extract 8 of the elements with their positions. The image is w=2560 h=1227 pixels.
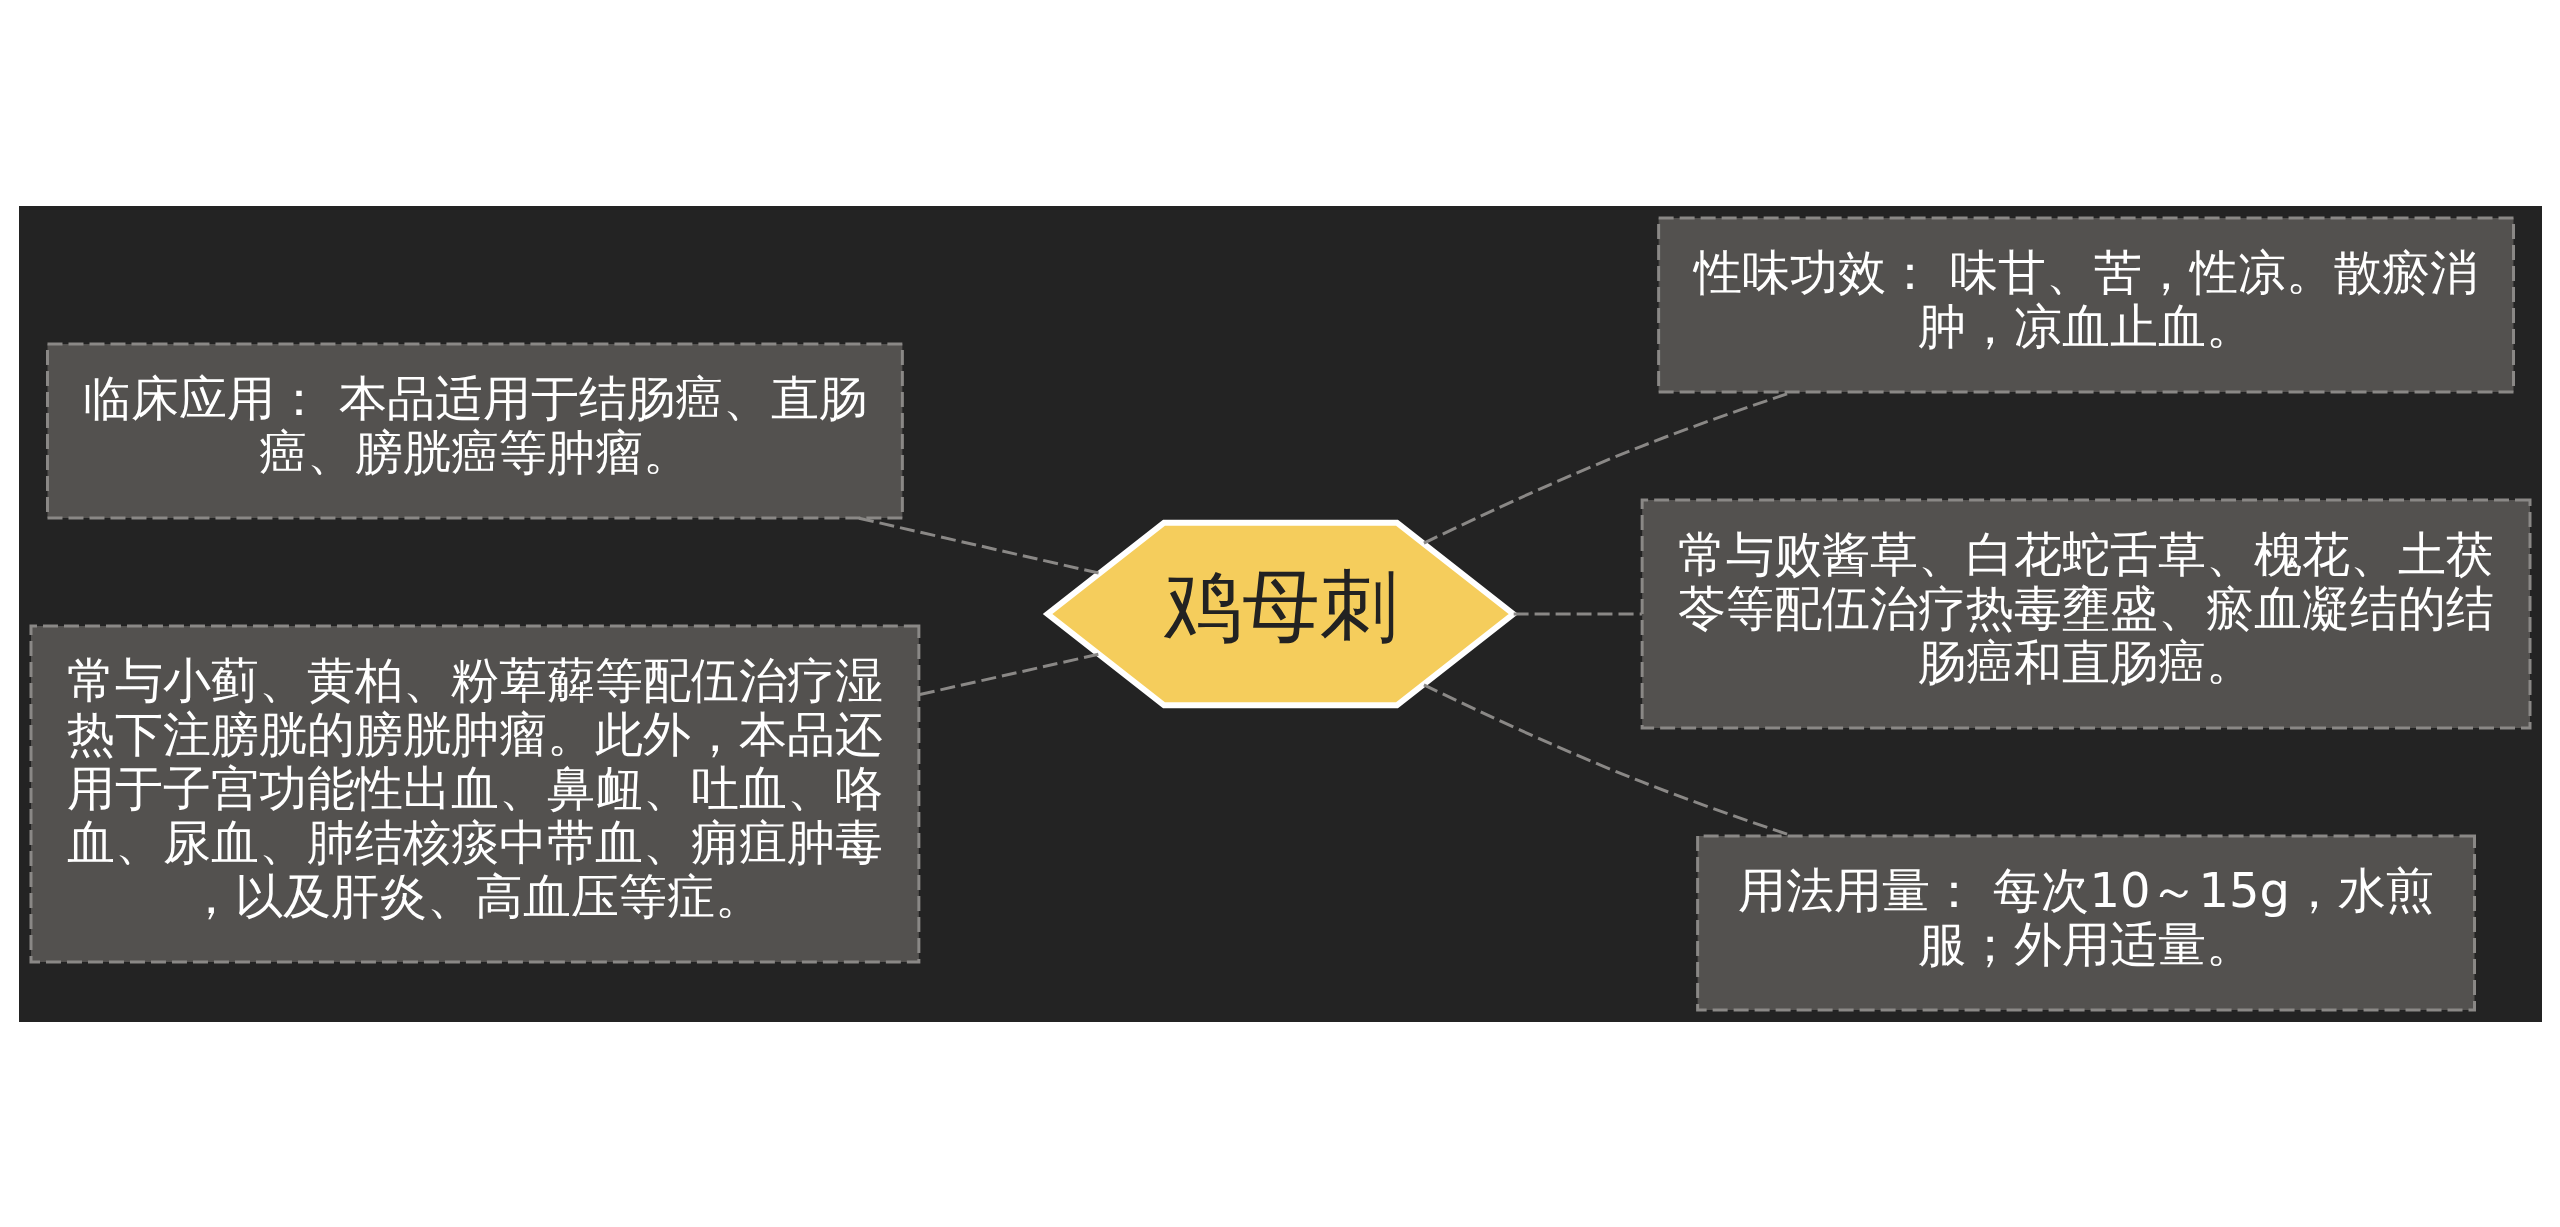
connector <box>858 516 1099 575</box>
connector <box>919 652 1099 696</box>
node-box: 性味功效： 味甘、苦，性凉。散瘀消肿，凉血止血。 <box>1656 216 2515 394</box>
node-box: 用法用量： 每次10～15g，水煎服；外用适量。 <box>1695 833 2476 1011</box>
node-box: 常与小蓟、黄柏、粉萆薢等配伍治疗湿热下注膀胱的膀胱肿瘤。此外，本品还用于子宫功能性出血、鼻衄、吐血、咯血、尿血、肺结核痰中带血、痈疽肿毒，以及肝炎、高血压等症。 <box>29 624 920 963</box>
node-box: 常与败酱草、白花蛇舌草、槐花、土茯苓等配伍治疗热毒壅盛、瘀血凝结的结肠癌和直肠癌。 <box>1640 498 2531 729</box>
connector <box>1513 612 1642 615</box>
node-box: 临床应用： 本品适用于结肠癌、直肠癌、膀胱癌等肿瘤。 <box>45 342 904 519</box>
